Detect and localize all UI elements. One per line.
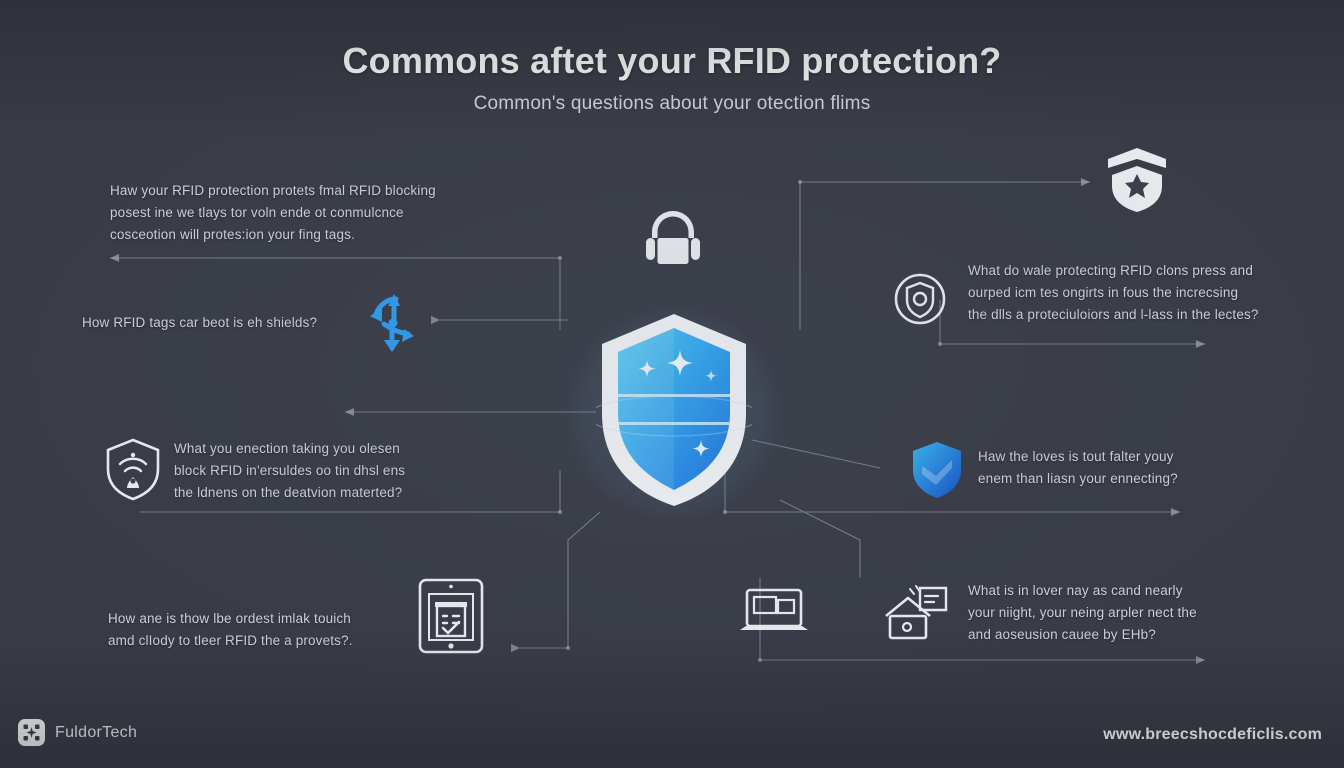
footer-url: www.breecshocdeficlis.com [1103,726,1322,743]
footer-brand: FuldorTech [18,719,137,746]
question-line: the dlls a proteciuloiors and l-lass in … [968,307,1259,322]
blue-shield-icon [910,440,964,500]
question-line: What do wale protecting RFID clons press… [968,263,1253,278]
question-line: What you enection taking you olesen [174,441,400,456]
question-line: your niight, your neing arpler nect the [968,605,1197,620]
question-bottom-right: What is in lover nay as cand nearly your… [968,580,1268,646]
page-subtitle: Common's questions about your otection f… [473,93,871,115]
page-title: Commons aftet your RFID protection? [342,40,1002,81]
laptop-icon [738,588,810,640]
circle-shield-icon [893,272,947,326]
question-line: amd clIody to tleer RFID the a provets?. [108,633,353,648]
question-mid-left: What you enection taking you olesen bloc… [174,438,449,504]
question-line: Haw your RFID protection protets fmal RF… [110,183,436,198]
wifi-shield-icon [104,437,162,501]
question-mid-right: Haw the loves is tout falter youy enem t… [978,446,1278,490]
lock-headset-icon [644,208,702,270]
tablet-document-icon [418,578,484,654]
house-card-icon [880,582,950,644]
question-top-left: Haw your RFID protection protets fmal RF… [110,180,510,246]
question-bottom-left: How ane is thow lbe ordest imlak touich … [108,608,413,652]
question-line: posest ine we tlays tor voln ende ot con… [110,205,404,220]
logo-mark-icon [18,719,45,746]
blue-arrows-node-icon [362,290,436,356]
question-line: enem than liasn your ennecting? [978,471,1178,486]
question-line: How ane is thow lbe ordest imlak touich [108,611,351,626]
question-line: How RFID tags car beot is eh shields? [82,315,318,330]
question-mid-left-upper: How RFID tags car beot is eh shields? [82,312,382,334]
header: Commons aftet your RFID protection? Comm… [0,40,1344,115]
question-line: block RFID in'ersuldes oo tin dhsl ens [174,463,406,478]
question-line: ourped icm tes ongirts in fous the incre… [968,285,1239,300]
center-shield-graphic [596,312,752,508]
brand-name: FuldorTech [55,723,138,741]
question-line: and aoseusion cauee by EHb? [968,627,1156,642]
question-line: Haw the loves is tout falter youy [978,449,1174,464]
question-line: What is in lover nay as cand nearly [968,583,1183,598]
question-top-right: What do wale protecting RFID clons press… [968,260,1308,326]
question-line: cosceotion will protes:ion your fing tag… [110,227,355,242]
shield-badge-icon [1106,146,1168,214]
question-line: the ldnens on the deatvion materted? [174,485,403,500]
